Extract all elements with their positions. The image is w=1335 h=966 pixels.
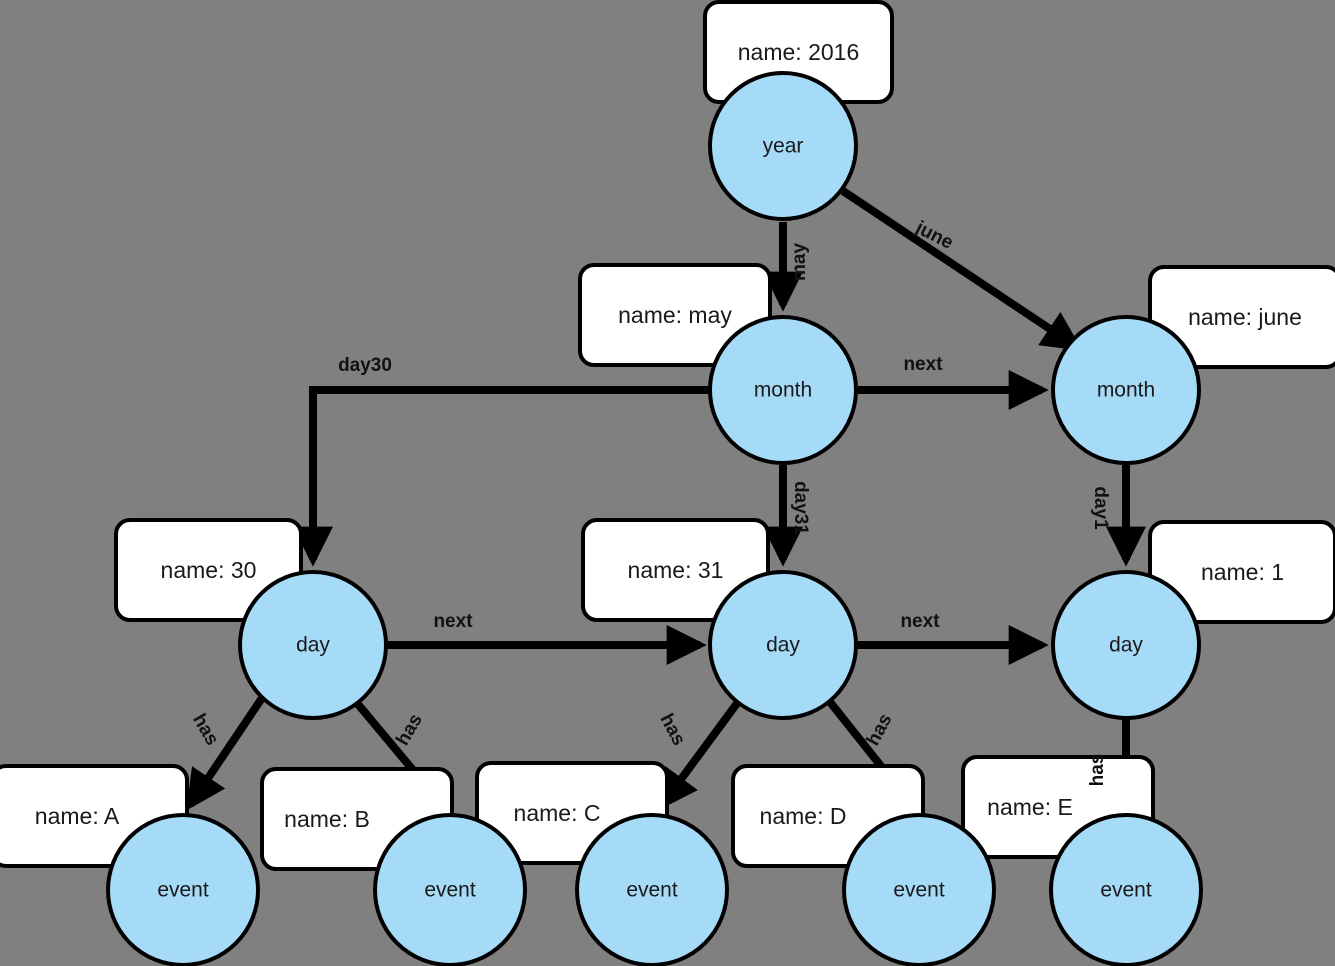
edge-label-next-day31-1: next [900,611,940,632]
node-label-event-e: event [1100,879,1152,902]
property-box-day-30: name: 30 [114,518,303,622]
node-label-event-d: event [893,879,945,902]
property-label-year: name: 2016 [738,39,859,65]
node-event-b[interactable]: event [373,813,527,966]
node-label-event-a: event [157,879,209,902]
edge-label-has-event-c: has [655,710,689,749]
edge-labels-layer: may june next day30 day31 day1 next next… [188,217,1111,786]
node-label-month-may: month [754,379,812,402]
property-label-event-e: name: E [987,794,1073,820]
edge-label-day1: day1 [1090,486,1111,530]
node-label-month-june: month [1097,379,1155,402]
property-label-month-may: name: may [618,302,732,328]
node-event-e[interactable]: event [1049,813,1203,966]
property-label-month-june: name: june [1188,304,1302,330]
edge-year-june[interactable] [840,187,1083,351]
property-label-event-c: name: C [514,800,601,826]
edge-label-has-event-e: has [1087,754,1108,787]
node-month-june[interactable]: month [1051,315,1201,465]
node-label-year: year [763,135,804,158]
edge-label-day30: day30 [338,355,392,376]
property-box-day-1: name: 1 [1148,520,1335,624]
edge-label-next-day30-31: next [433,611,473,632]
node-label-day-31: day [766,634,800,657]
property-box-day-31: name: 31 [581,518,770,622]
property-label-event-a: name: A [35,803,120,829]
nodes-layer: year month month day day day [106,71,1203,966]
edge-label-has-event-b: has [392,710,427,749]
node-event-c[interactable]: event [575,813,729,966]
property-box-year: name: 2016 [703,0,894,104]
node-event-d[interactable]: event [842,813,996,966]
node-month-may[interactable]: month [708,315,858,465]
node-day-31[interactable]: day [708,570,858,720]
property-label-event-d: name: D [760,803,847,829]
property-label-day-1: name: 1 [1201,559,1284,585]
edge-day30-has-eventa[interactable] [186,695,266,811]
node-year[interactable]: year [708,71,858,221]
node-label-event-b: event [424,879,476,902]
edge-label-has-event-a: has [188,710,223,749]
edge-label-day31: day31 [790,481,811,535]
property-box-month-may: name: may [578,263,772,367]
property-boxes-layer: name: 2016 name: may name: june name: 30… [0,0,1335,871]
node-label-day-1: day [1109,634,1143,657]
node-day-1[interactable]: day [1051,570,1201,720]
node-day-30[interactable]: day [238,570,388,720]
node-event-a[interactable]: event [106,813,260,966]
property-label-event-b: name: B [284,806,370,832]
edge-day31-has-eventc[interactable] [658,699,742,811]
property-box-month-june: name: june [1148,265,1335,369]
edge-label-next-month: next [903,354,943,375]
property-label-day-31: name: 31 [628,557,724,583]
node-label-day-30: day [296,634,330,657]
property-label-day-30: name: 30 [161,557,257,583]
edge-may-day30[interactable] [293,386,710,567]
node-label-event-c: event [626,879,678,902]
edge-label-may: may [789,243,810,281]
